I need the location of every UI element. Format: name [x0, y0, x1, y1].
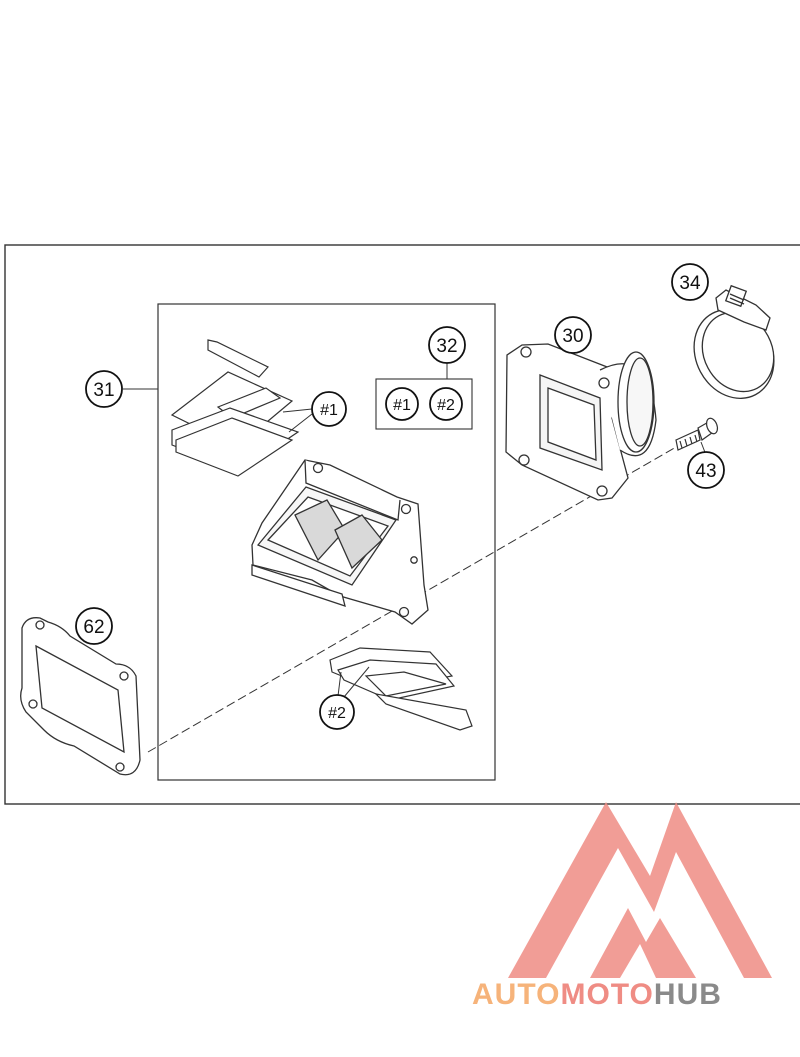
reed-block [251, 459, 429, 625]
reed-2-leader-b [343, 666, 370, 698]
callout-kit-2: #2 [429, 387, 463, 421]
callout-62: 62 [75, 607, 113, 645]
hose-clamp [693, 284, 775, 400]
callout-32: 32 [428, 326, 466, 364]
callout-kit-1: #1 [385, 387, 419, 421]
callout-31-label: 31 [93, 380, 114, 401]
callout-reed-2: #2 [319, 694, 355, 730]
reed-1-leader-b [288, 413, 313, 433]
watermark-logo-mark [508, 802, 772, 978]
watermark-text: AUTOMOTOHUB [472, 978, 722, 1011]
diagram-frame [4, 244, 800, 805]
callout-34: 34 [671, 263, 709, 301]
assembly-group-box [157, 303, 496, 781]
watermark-logo: AUTOMOTOHUB [472, 802, 772, 1011]
callout-43-label: 43 [695, 461, 716, 482]
callout-31: 31 [85, 370, 123, 408]
callout-43: 43 [687, 451, 725, 489]
screw [675, 417, 719, 451]
callout-32-label: 32 [436, 336, 457, 357]
callout-reed-1-label: #1 [320, 402, 338, 419]
callout-34-label: 34 [679, 273, 701, 294]
callout-62-label: 62 [83, 617, 104, 638]
reed-2-leader-a [337, 671, 342, 697]
reed-petals-lower [329, 647, 473, 731]
callout-30-label: 30 [562, 326, 583, 347]
callout-kit-2-label: #2 [437, 397, 455, 414]
reed-petals-upper [170, 339, 300, 477]
intake-flange [505, 343, 657, 501]
watermark-part-auto: AUTO [472, 978, 560, 1011]
reed-1-leader-a [282, 408, 313, 413]
gasket [20, 617, 141, 776]
watermark-part-hub: HUB [654, 978, 722, 1011]
callout-reed-2-label: #2 [328, 705, 346, 722]
watermark-part-moto: MOTO [560, 978, 653, 1011]
callout-kit-1-label: #1 [393, 397, 411, 414]
callout-reed-1: #1 [311, 391, 347, 427]
callout-30: 30 [554, 316, 592, 354]
